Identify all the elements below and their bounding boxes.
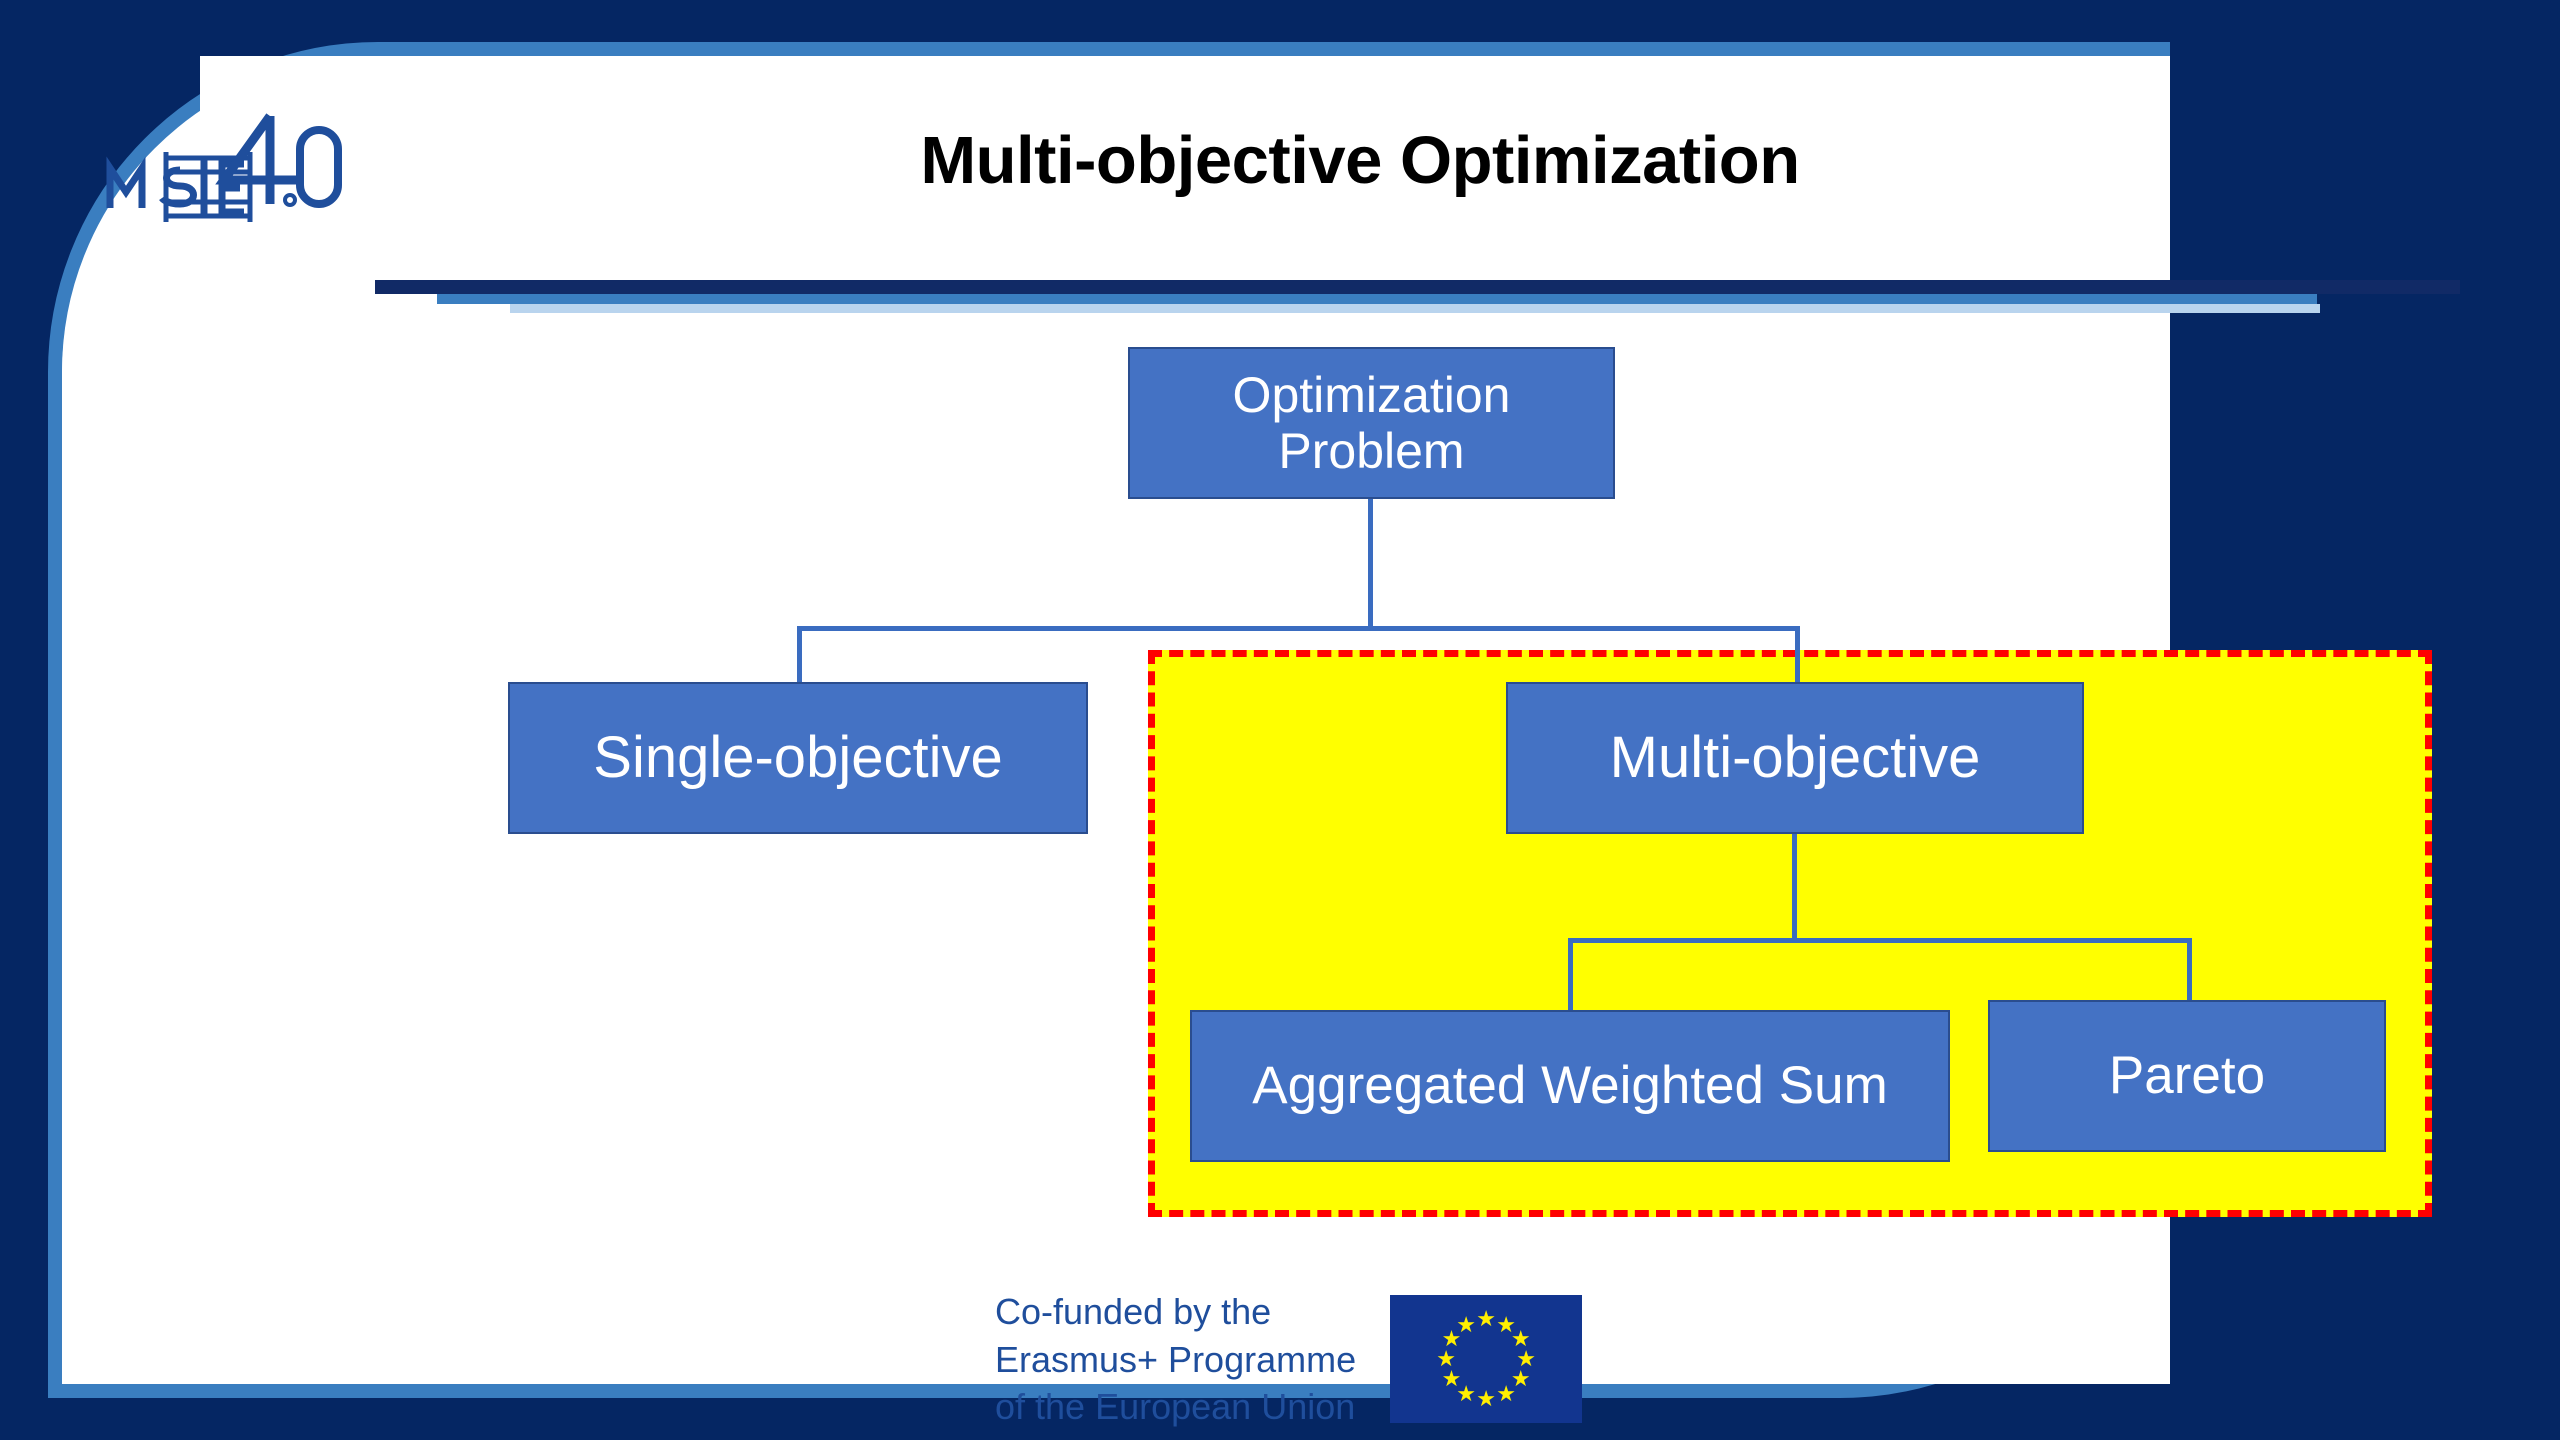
eu-flag-star: ★ — [1476, 1306, 1496, 1332]
connector-to-pareto — [2187, 938, 2192, 1012]
node-multi-objective[interactable]: Multi-objective — [1506, 682, 2084, 834]
eu-flag-star: ★ — [1476, 1386, 1496, 1412]
node-label-line1: Optimization — [1232, 367, 1511, 423]
node-optimization-problem[interactable]: Optimization Problem — [1128, 347, 1615, 499]
title-rule-navy — [375, 280, 2460, 294]
node-multi-objective-label: Multi-objective — [1609, 724, 1981, 790]
node-single-objective[interactable]: Single-objective — [508, 682, 1088, 834]
connector-root-crossbar — [797, 626, 1800, 631]
page-title: Multi-objective Optimization — [920, 123, 1800, 198]
eu-flag-star: ★ — [1496, 1380, 1516, 1406]
eu-flag-star: ★ — [1510, 1326, 1531, 1352]
msie-40-logo — [104, 100, 344, 230]
node-optimization-problem-label: Optimization Problem — [1233, 367, 1511, 479]
eu-flag-star: ★ — [1510, 1366, 1531, 1392]
node-single-objective-label: Single-objective — [593, 724, 1003, 790]
title-rule-light — [510, 304, 2320, 313]
erasmus-funding-text: Co-funded by the Erasmus+ Programme of t… — [995, 1291, 1357, 1428]
connector-root-stem — [1368, 499, 1373, 629]
connector-to-single — [797, 626, 802, 686]
eu-flag-star: ★ — [1456, 1380, 1476, 1406]
eu-flag-star: ★ — [1441, 1326, 1462, 1352]
node-pareto-label: Pareto — [2108, 1046, 2266, 1106]
title-rule-medium — [437, 294, 2317, 304]
eu-flag-star: ★ — [1516, 1346, 1536, 1372]
connector-to-weighted-sum — [1568, 938, 1573, 1012]
connector-to-multi — [1795, 626, 1800, 686]
connector-multi-crossbar — [1568, 938, 2192, 943]
eu-flag-star: ★ — [1456, 1311, 1476, 1337]
node-label-line2: Problem — [1278, 423, 1465, 479]
eu-flag-star: ★ — [1436, 1346, 1456, 1372]
erasmus-footer: Co-funded by the Erasmus+ Programme of t… — [995, 1288, 1583, 1431]
eu-flag-star: ★ — [1496, 1311, 1516, 1337]
european-union-flag-icon: ★★★★★★★★★★★★ — [1390, 1295, 1583, 1424]
node-aggregated-weighted-sum[interactable]: Aggregated Weighted Sum — [1190, 1010, 1950, 1162]
connector-multi-stem — [1792, 834, 1797, 942]
eu-flag-star: ★ — [1441, 1366, 1462, 1392]
slide-background-bottom — [0, 1398, 2560, 1440]
node-aggregated-weighted-sum-label: Aggregated Weighted Sum — [1252, 1056, 1888, 1116]
node-pareto[interactable]: Pareto — [1988, 1000, 2386, 1152]
